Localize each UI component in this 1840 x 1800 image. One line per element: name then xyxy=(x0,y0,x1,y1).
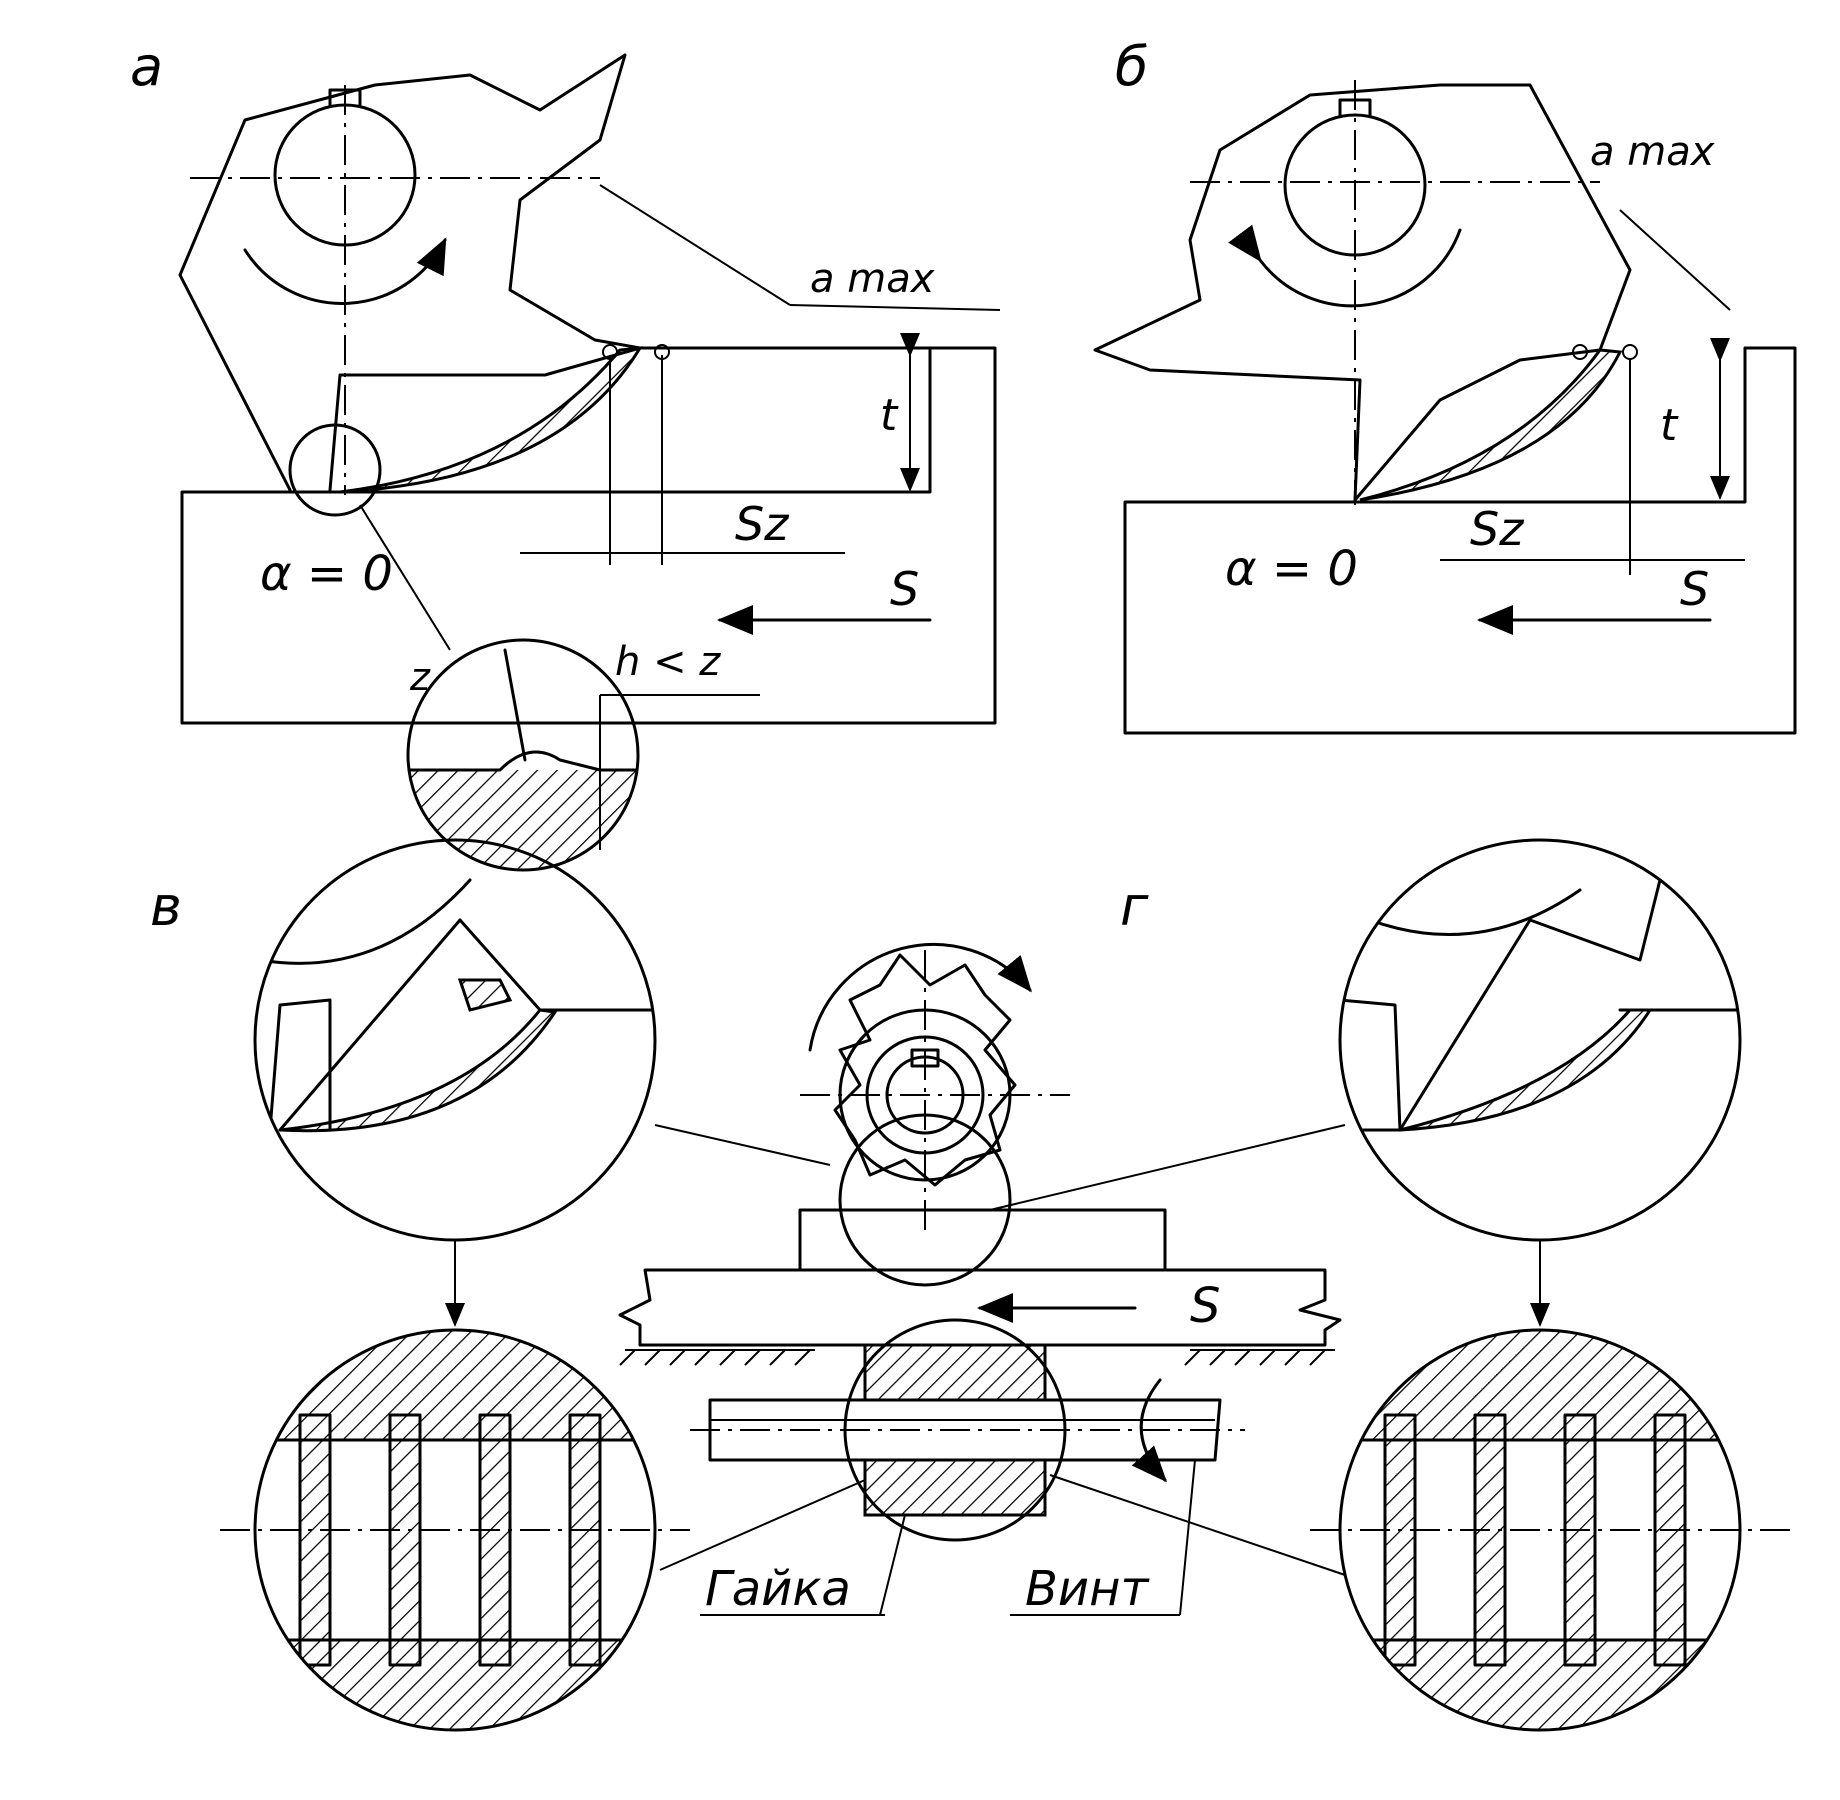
panel-g: г S Гайка xyxy=(618,838,1790,1732)
panel-a-letter: а xyxy=(130,35,163,98)
panel-v-letter: в xyxy=(150,875,182,938)
detail-a-z: z xyxy=(409,655,431,699)
zoom-v-top-chip-curl xyxy=(457,978,513,1012)
amax-b-label: a max xyxy=(1590,129,1715,175)
amax-a-leader xyxy=(789,304,1001,311)
cutter-b xyxy=(1093,83,1632,502)
feed-b-label: S xyxy=(1680,562,1709,616)
workpiece-a xyxy=(180,346,997,725)
zoom-v-top-tooth xyxy=(268,998,332,1132)
zoom-g-top xyxy=(1338,838,1742,1242)
zoom-v-top xyxy=(253,838,657,1242)
detail-a-h: h < z xyxy=(615,639,721,685)
point-b2 xyxy=(1622,344,1638,360)
feed-a-label: S xyxy=(890,562,919,616)
screw-leader xyxy=(1179,1459,1196,1616)
zoom-v-nut-thread-lower xyxy=(258,1638,652,1667)
contact-zone-a xyxy=(288,423,382,517)
t-b-label: t xyxy=(1660,400,1679,451)
center-cutter-rotation xyxy=(808,942,1032,1052)
zoom-g-nut-upper xyxy=(1340,1330,1740,1440)
center-nut-zone xyxy=(843,1318,1067,1542)
detail-a-profile xyxy=(408,750,638,772)
sz-b-label: Sz xyxy=(1470,502,1524,556)
chip-b xyxy=(1359,348,1623,502)
center-cutter-teeth xyxy=(833,953,1017,1187)
center-feed-label: S xyxy=(1190,1278,1220,1334)
center-screw-rotation xyxy=(1131,1378,1168,1483)
screw-label: Винт xyxy=(1025,1561,1151,1617)
nut-leader xyxy=(879,1514,906,1616)
zoom-g-bottom-leader xyxy=(1049,1474,1346,1576)
zoom-v-top-chip xyxy=(279,1008,558,1133)
zoom-g-nut-lower xyxy=(1340,1640,1740,1730)
center-ground xyxy=(619,1349,1335,1366)
zoom-v-screw-teeth xyxy=(298,1438,602,1642)
cutter-a-rotation-arc xyxy=(243,237,447,305)
zoom-g-nut-thread-lower xyxy=(1343,1638,1737,1667)
sz-a-label: Sz xyxy=(735,497,789,551)
workpiece-b xyxy=(1123,346,1797,735)
alpha-b-label: α = 0 xyxy=(1225,541,1358,597)
t-a-label: t xyxy=(880,390,899,441)
detail-a-tooth xyxy=(503,648,527,762)
cutter-b-rotation-arc xyxy=(1228,224,1462,308)
zoom-g-screw-teeth xyxy=(1383,1438,1687,1642)
chip-a xyxy=(339,346,643,494)
center-contact-zone xyxy=(838,1113,1012,1287)
zoom-v-nut-thread-upper xyxy=(258,1413,652,1442)
amax-a-line xyxy=(599,184,791,306)
zoom-v-top-rake xyxy=(278,918,655,1132)
center-nut-top xyxy=(863,1343,1047,1402)
panel-a: а a max t Sz S α = 0 xyxy=(130,35,1001,872)
zoom-g-nut-thread-upper xyxy=(1343,1413,1737,1442)
zoom-g-top-leader xyxy=(989,1124,1346,1211)
point-b1 xyxy=(1572,344,1588,360)
cutter-a xyxy=(178,53,642,492)
center-screw xyxy=(708,1398,1222,1462)
zoom-v-nut-lower xyxy=(255,1640,655,1730)
zoom-v-top-cutter-arc xyxy=(258,878,472,965)
panel-g-letter: г xyxy=(1120,875,1149,938)
zoom-g-top-tooth xyxy=(1340,998,1402,1132)
detail-a-hatched xyxy=(408,770,638,870)
alpha-a-label: α = 0 xyxy=(260,546,393,602)
panel-b-letter: б xyxy=(1115,35,1148,98)
nut-label: Гайка xyxy=(705,1561,851,1617)
amax-a-label: a max xyxy=(810,256,935,302)
panel-b: б a max t Sz S α = 0 xyxy=(1093,35,1797,735)
center-table xyxy=(618,1268,1342,1347)
amax-b-line xyxy=(1619,209,1731,311)
zoom-v-top-leader xyxy=(654,1124,831,1166)
zoom-v-nut-upper xyxy=(255,1330,655,1440)
zoom-v-bottom-leader xyxy=(659,1479,866,1571)
center-nut-bottom xyxy=(863,1458,1047,1517)
zoom-g-top-cutter-arc xyxy=(1368,888,1582,937)
detail-a-leader xyxy=(359,504,451,651)
